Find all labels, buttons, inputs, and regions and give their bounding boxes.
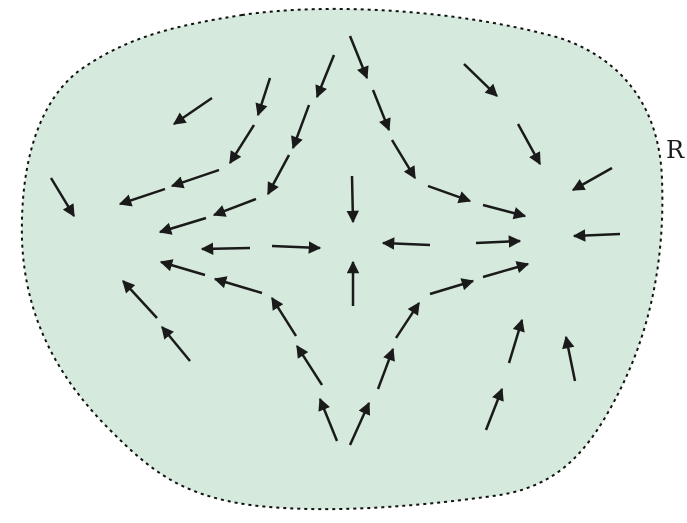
field-arrow [295,344,324,386]
region-r [20,7,664,511]
field-arrow [371,89,391,132]
region-label: R [666,136,685,164]
field-arrow [571,166,613,192]
field-arrow [291,104,311,150]
field-arrow [315,54,336,99]
field-arrow [318,397,339,442]
field-arrow [484,387,504,431]
field-arrow [348,35,369,80]
field-arrow [507,318,525,364]
field-arrow [266,154,291,196]
field-arrow [394,301,421,339]
field-arrow [429,278,475,296]
field-arrow [158,216,207,235]
field-arrow [381,237,431,250]
field-arrow [200,242,251,256]
field-arrow [482,261,530,279]
field-arrow [170,168,220,189]
field-arrow [516,123,542,166]
field-arrow [572,229,621,242]
field-arrow [122,280,158,319]
field-arrow [213,276,263,295]
field-arrow [161,326,191,362]
field-arrow [172,96,213,126]
field-arrow [475,235,522,248]
field-arrow [482,203,527,220]
field-arrow [118,187,166,207]
field-arrow [49,177,76,218]
field-arrow [212,197,257,217]
field-arrow [228,124,256,165]
field-arrow [271,241,322,254]
field-arrow [427,184,472,204]
field-arrow [255,77,272,117]
field-arrow [346,175,360,224]
field-arrow [463,63,498,97]
field-arrow [270,296,298,337]
field-arrow [348,401,371,446]
field-arrow [390,139,417,180]
field-arrow [159,259,206,277]
field-arrow [562,335,577,382]
field-arrow [376,347,395,390]
field-arrows [49,35,621,446]
